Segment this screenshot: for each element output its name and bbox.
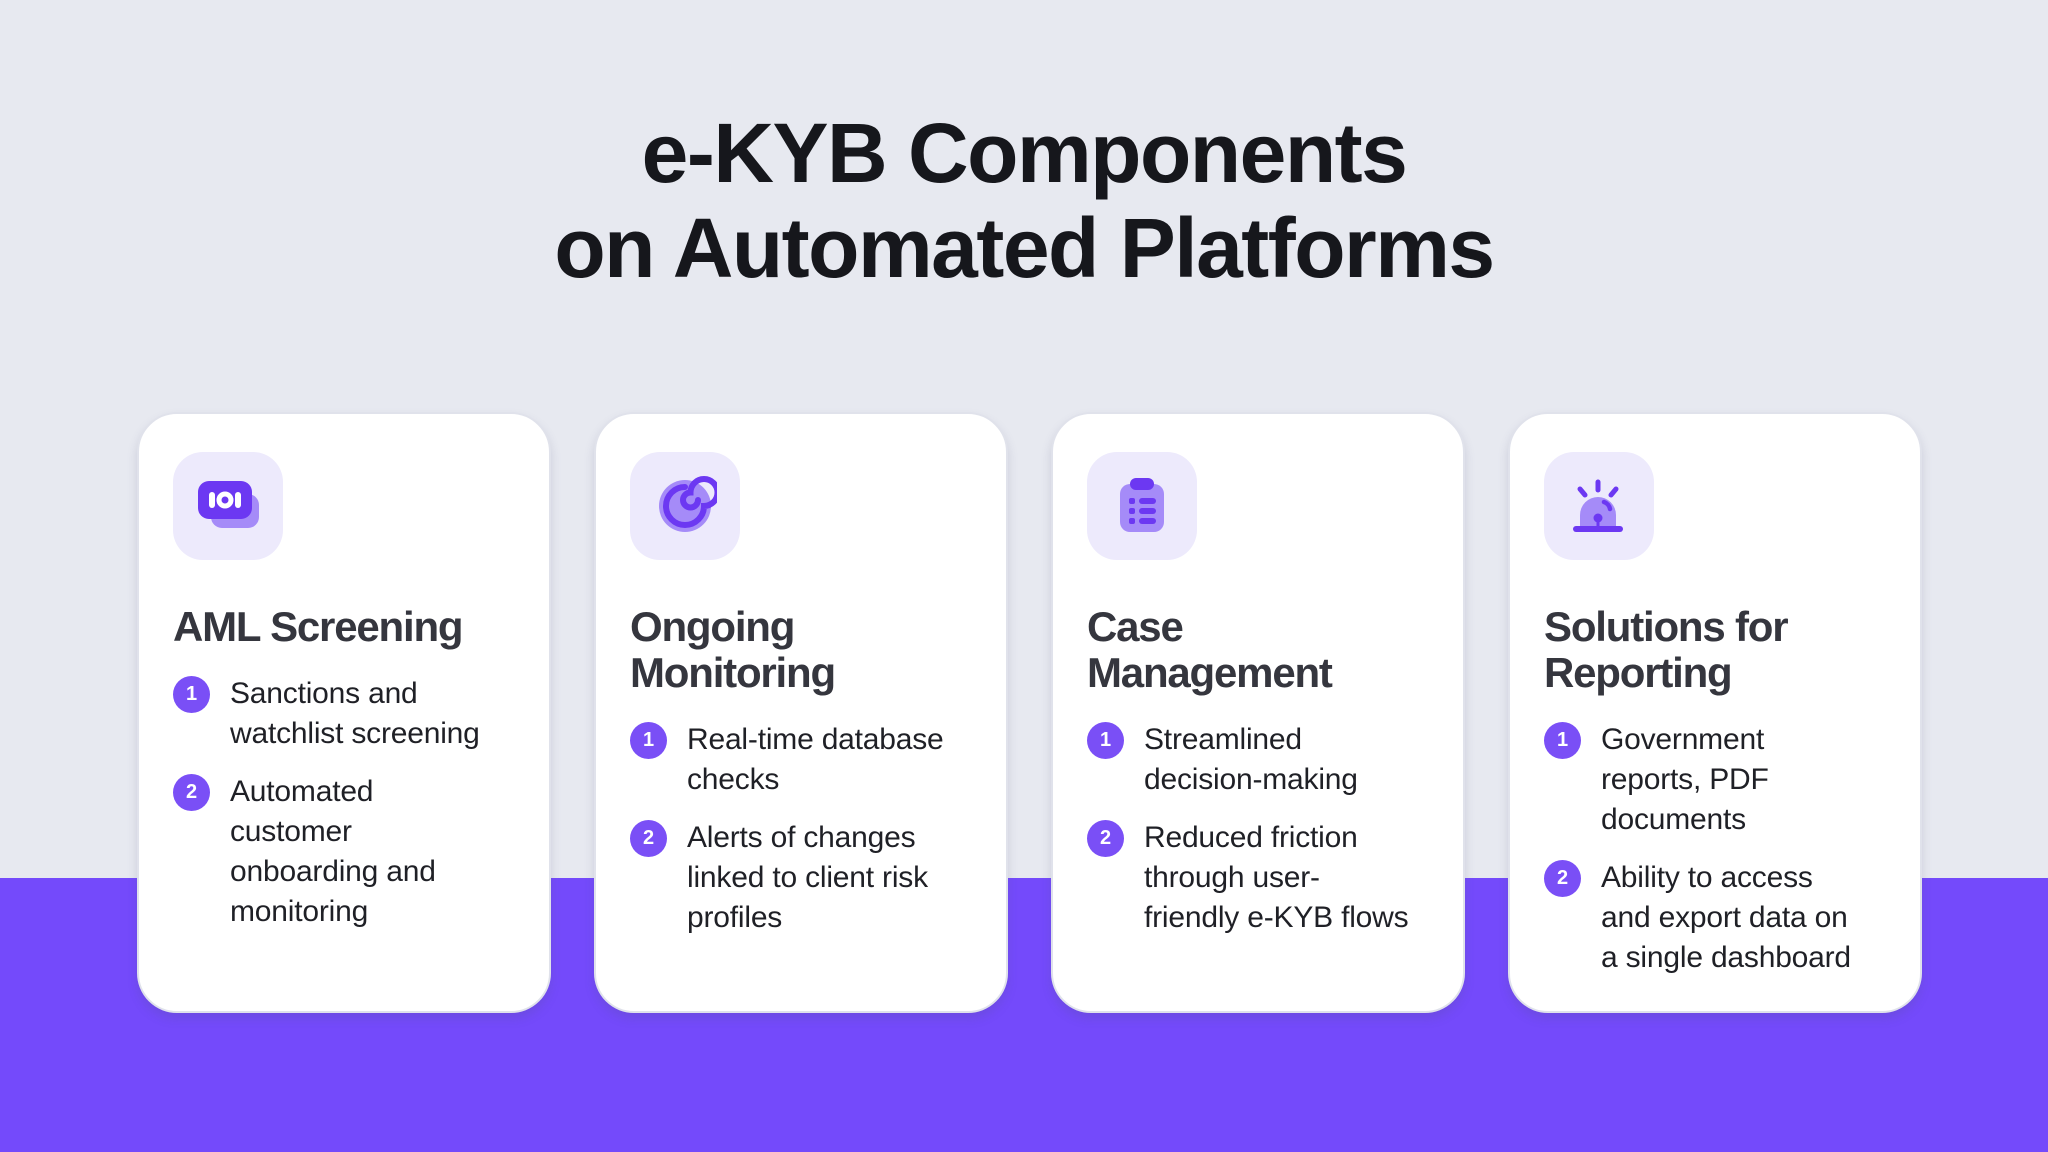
card-row: AML Screening 1 Sanctions and watchlist … (137, 412, 1922, 1013)
card-ongoing-monitoring: Ongoing Monitoring 1 Real-time database … (594, 412, 1008, 1013)
number-badge: 2 (173, 773, 210, 811)
number-badge: 2 (1544, 860, 1581, 898)
page-title-line-1: e-KYB Components (641, 106, 1408, 200)
list-item: 2 Automated customer onboarding and moni… (173, 772, 515, 932)
page-title-line-2: on Automated Platforms (554, 200, 1495, 295)
binary-data-icon (198, 481, 259, 528)
card-heading: Ongoing Monitoring (630, 603, 836, 697)
card-item-list: 1 Real-time database checks 2 Alerts of … (630, 720, 972, 937)
list-item-text: Real-time database checks (687, 723, 944, 797)
card-item-list: 1 Sanctions and watchlist screening 2 Au… (173, 674, 515, 931)
card-heading: Case Management (1087, 603, 1333, 697)
card-heading: Solutions for Reporting (1544, 603, 1789, 697)
icon-tile (630, 452, 740, 560)
icon-tile (1087, 452, 1197, 560)
number-badge: 1 (1087, 722, 1124, 760)
icon-tile (1544, 452, 1654, 560)
list-item-text: Reduced friction through user- friendly … (1144, 821, 1409, 934)
list-item: 1 Government reports, PDF documents (1544, 720, 1886, 840)
monitoring-spiral-icon (659, 476, 717, 532)
number-badge: 1 (1544, 722, 1581, 760)
list-item: 2 Alerts of changes linked to client ris… (630, 818, 972, 938)
list-item-text: Automated customer onboarding and monito… (230, 774, 436, 928)
card-aml-screening: AML Screening 1 Sanctions and watchlist … (137, 412, 551, 1013)
list-item: 2 Ability to access and export data on a… (1544, 858, 1886, 978)
list-item: 1 Sanctions and watchlist screening (173, 674, 515, 754)
list-item-text: Government reports, PDF documents (1601, 723, 1769, 837)
number-badge: 2 (1087, 820, 1124, 858)
card-heading: AML Screening (173, 603, 464, 650)
list-item-text: Streamlined decision-making (1144, 723, 1358, 797)
siren-alert-icon (1573, 479, 1623, 532)
card-solutions-for-reporting: Solutions for Reporting 1 Government rep… (1508, 412, 1922, 1013)
number-badge: 2 (630, 820, 667, 858)
list-item: 1 Streamlined decision-making (1087, 720, 1429, 800)
page-title: e-KYB Components on Automated Platforms (0, 106, 2048, 296)
clipboard-checklist-icon (1120, 478, 1164, 532)
card-item-list: 1 Government reports, PDF documents 2 Ab… (1544, 720, 1886, 977)
icon-tile (173, 452, 283, 560)
card-item-list: 1 Streamlined decision-making 2 Reduced … (1087, 720, 1429, 937)
list-item: 1 Real-time database checks (630, 720, 972, 800)
number-badge: 1 (173, 676, 210, 714)
card-case-management: Case Management 1 Streamlined decision-m… (1051, 412, 1465, 1013)
list-item-text: Alerts of changes linked to client risk … (687, 821, 928, 934)
list-item: 2 Reduced friction through user- friendl… (1087, 818, 1429, 938)
list-item-text: Ability to access and export data on a s… (1601, 861, 1851, 974)
list-item-text: Sanctions and watchlist screening (230, 677, 480, 751)
number-badge: 1 (630, 722, 667, 760)
